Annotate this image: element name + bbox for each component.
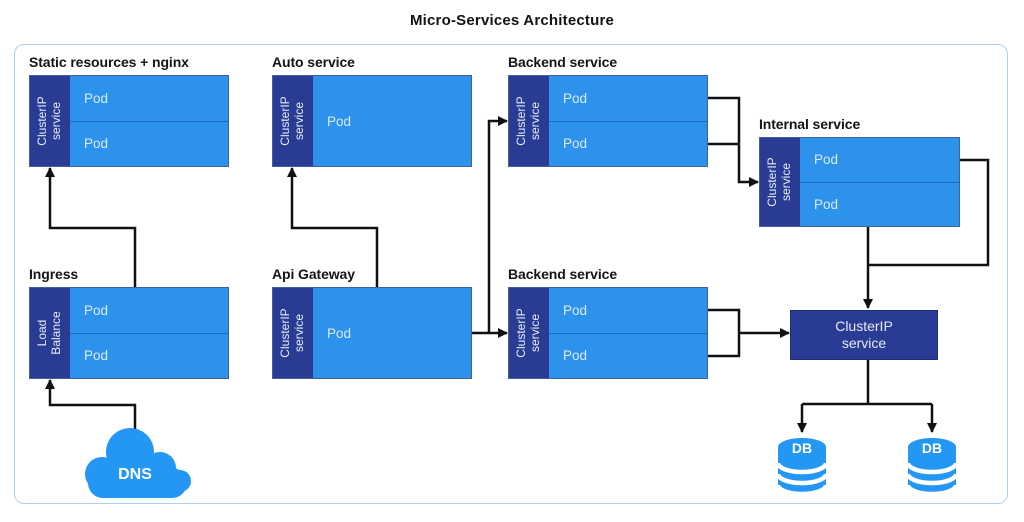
- pod: Pod: [70, 120, 228, 167]
- database-icon: DB: [776, 438, 828, 497]
- pod: Pod: [549, 332, 707, 379]
- pod: Pod: [563, 302, 588, 318]
- line-internal-pod-loop: [868, 158, 990, 267]
- pod-list: Pod Pod: [70, 76, 228, 166]
- service-label: Ingress: [29, 266, 79, 282]
- arrow-dns-to-ingress: [45, 379, 137, 431]
- diagram-title: Micro-Services Architecture: [409, 12, 615, 29]
- service-label: Backend service: [508, 266, 618, 282]
- clusterip-box-line2: service: [841, 335, 887, 351]
- pod: Pod: [70, 332, 228, 379]
- arrow-backend-top-to-internal: [708, 96, 759, 187]
- pod-list: Pod: [313, 76, 471, 166]
- pod-list: Pod Pod: [800, 138, 959, 226]
- pod: Pod: [327, 113, 352, 129]
- service-label: Api Gateway: [272, 266, 355, 282]
- db-label: DB: [792, 440, 812, 456]
- pod: Pod: [800, 181, 959, 227]
- pod: Pod: [84, 90, 109, 106]
- pod: Pod: [563, 90, 588, 106]
- pod: Pod: [814, 152, 839, 168]
- dns-label: DNS: [118, 466, 152, 483]
- arrow-apigateway-to-auto: [287, 167, 379, 287]
- clusterip-service-box: ClusterIP service: [790, 310, 938, 360]
- pod: Pod: [327, 325, 352, 341]
- pod: Pod: [549, 120, 707, 167]
- pod-list: Pod: [313, 288, 471, 378]
- pod-list: Pod Pod: [70, 288, 228, 378]
- db-label: DB: [922, 440, 942, 456]
- clusterip-box-line1: ClusterIP: [835, 317, 893, 334]
- dns-cloud-icon: DNS: [85, 428, 191, 498]
- arrow-ingress-to-static: [45, 167, 137, 287]
- database-icon: DB: [906, 438, 958, 497]
- service-label: Auto service: [272, 54, 355, 70]
- pod-list: Pod Pod: [549, 76, 707, 166]
- pod-list: Pod Pod: [549, 288, 707, 378]
- service-label: Static resources + nginx: [29, 54, 189, 70]
- service-label: Backend service: [508, 54, 618, 70]
- arrow-apigateway-to-backend-top: [487, 116, 508, 333]
- pod: Pod: [84, 302, 109, 318]
- line-backend-bottom-pods: [708, 308, 741, 358]
- service-label: Internal service: [759, 116, 861, 132]
